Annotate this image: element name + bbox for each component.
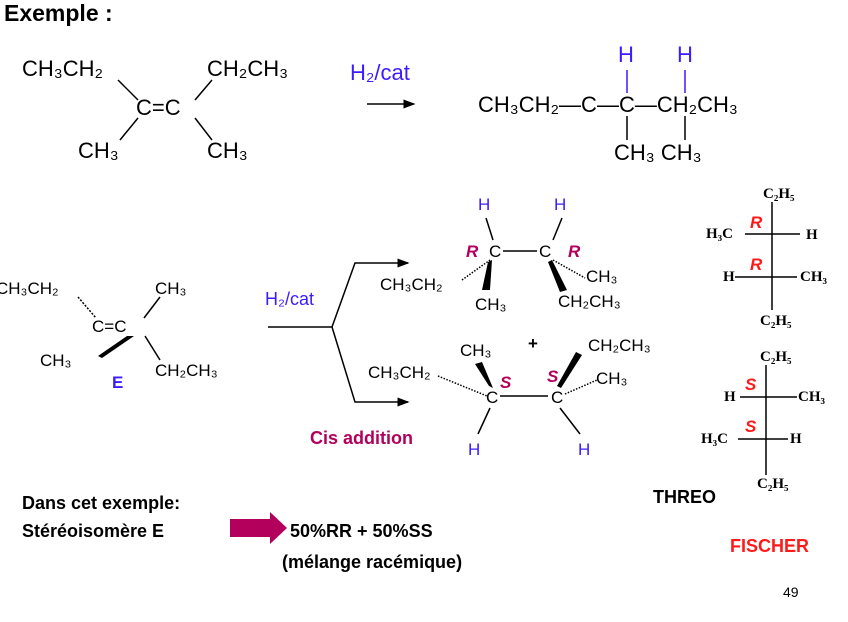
cis-addition-label: Cis addition — [310, 428, 413, 448]
ss-h2: H — [578, 440, 591, 459]
slide-title: Exemple : — [4, 0, 113, 26]
r2-bl: CH₃ — [40, 351, 72, 370]
bond — [194, 117, 213, 141]
rr-h2: H — [554, 195, 567, 214]
ss-right: CH₃ — [596, 369, 628, 388]
branch-arrow-ss — [331, 326, 410, 407]
rr-c2: C — [539, 242, 552, 261]
rr-c1: C — [489, 242, 502, 261]
r1-h1: H — [618, 42, 634, 67]
fss-c2: S — [745, 417, 757, 436]
r2-tr: CH₃ — [155, 279, 187, 298]
summary-note: (mélange racémique) — [282, 552, 463, 572]
fischer-label: FISCHER — [730, 536, 810, 556]
fss-c1: S — [745, 375, 757, 394]
ss-up: CH₃ — [460, 341, 492, 360]
ss-h1: H — [468, 440, 481, 459]
frr-bottom: C₂H₅ — [760, 313, 792, 329]
rr-left: CH₃CH₂ — [380, 275, 443, 294]
bond — [119, 117, 139, 141]
ss-c2: C — [551, 388, 564, 407]
rr-right: CH₃ — [586, 267, 618, 286]
rr-r1: R — [466, 242, 479, 261]
fss-top: C₂H₅ — [760, 349, 792, 365]
summary-line1: Dans cet exemple: — [22, 493, 181, 513]
ss-s1: S — [500, 373, 512, 392]
page-number: 49 — [783, 584, 799, 600]
frr-l2: H — [723, 269, 735, 285]
threo-label: THREO — [653, 487, 716, 507]
r2-reagent: H₂/cat — [265, 289, 314, 309]
frr-r1: H — [806, 227, 818, 243]
r1-br: CH₃ — [207, 138, 248, 163]
ss-left: CH₃CH₂ — [368, 363, 431, 382]
frr-c1: R — [750, 213, 763, 232]
r2-center: C=C — [92, 317, 127, 336]
summary-result: 50%RR + 50%SS — [290, 521, 433, 541]
rr-down: CH₃ — [475, 295, 507, 314]
bond — [117, 79, 139, 101]
r1-tr: CH₂CH₃ — [207, 56, 289, 81]
r1-product-chain: CH₃CH₂—C—C—CH₂CH₃ — [478, 92, 738, 117]
fss-bottom: C₂H₅ — [757, 476, 789, 492]
rr-h1: H — [478, 195, 491, 214]
ss-up-right: CH₂CH₃ — [588, 336, 651, 355]
rr-right-down: CH₂CH₃ — [558, 292, 621, 311]
result-arrow — [230, 512, 287, 544]
r1-center: C=C — [136, 95, 181, 120]
r2-br: CH₂CH₃ — [155, 361, 218, 380]
r1-reagent: H₂/cat — [350, 60, 410, 85]
frr-c2: R — [750, 255, 763, 274]
frr-r2: CH₃ — [800, 269, 827, 285]
fss-l2: H₃C — [701, 431, 728, 447]
ss-c1: C — [486, 388, 499, 407]
isomer-label: E — [112, 373, 124, 392]
frr-l1: H₃C — [706, 226, 733, 242]
r1-tl: CH₃CH₂ — [22, 56, 104, 81]
r1-product-methyls: CH₃ CH₃ — [614, 140, 702, 165]
r2-tl: CH₃CH₂ — [0, 279, 59, 298]
fss-l1: H — [724, 389, 736, 405]
rr-r2: R — [568, 242, 581, 261]
r1-bl: CH₃ — [78, 138, 119, 163]
fss-r2: H — [790, 431, 802, 447]
summary-line2: Stéréoisomère E — [22, 521, 165, 541]
r1-h2: H — [677, 42, 693, 67]
fss-r1: CH₃ — [798, 389, 825, 405]
plus-sign: + — [528, 334, 538, 353]
branch-arrow-rr — [331, 258, 410, 328]
frr-top: C₂H₅ — [763, 186, 795, 202]
ss-s2: S — [547, 367, 559, 386]
bond — [194, 79, 213, 101]
